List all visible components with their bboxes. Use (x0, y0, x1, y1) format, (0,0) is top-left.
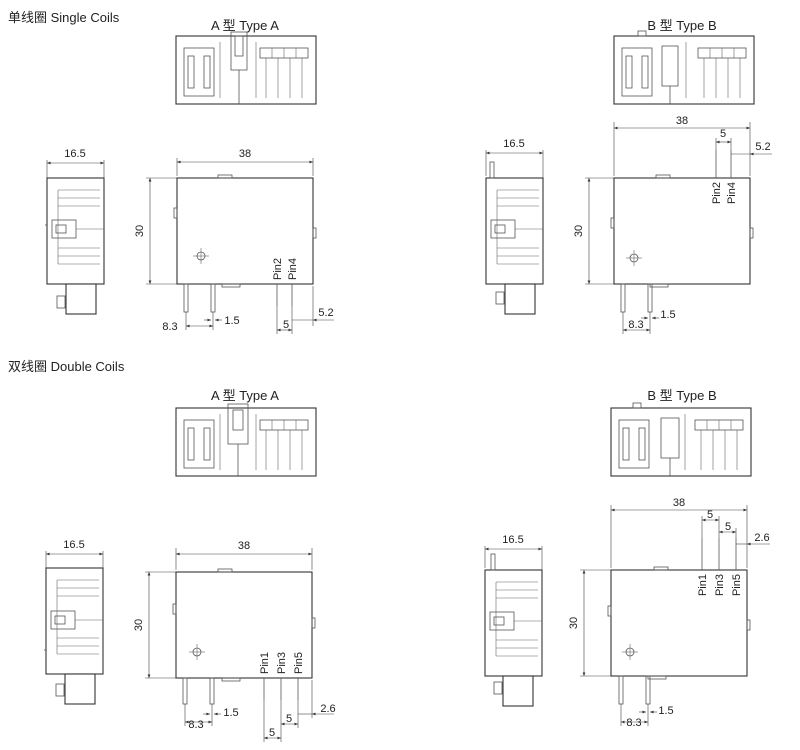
spacing-label-double-b-2: 5 (725, 521, 731, 533)
side-width-label-single-a: 16.5 (64, 148, 85, 160)
edge-label-double-b: 2.6 (754, 532, 769, 544)
width-label-single-b: 38 (676, 115, 688, 127)
height-label-double-a: 30 (133, 619, 145, 631)
side-view-single-type-b: 16.5 (485, 138, 544, 315)
spacing-label-single-b: 5 (720, 128, 726, 140)
edge-label-single-a: 5.2 (318, 307, 333, 319)
section-title-double-coils: 双线圈 Double Coils (8, 359, 125, 374)
side-width-label-single-b: 16.5 (503, 138, 524, 150)
view-title-double-type-b: B 型 Type B (647, 388, 716, 403)
pin-width-label-single-b: 1.5 (660, 309, 675, 321)
side-view-double-type-b: 16.5 (484, 534, 543, 707)
pitch-label-single-a: 8.3 (162, 321, 177, 333)
top-view-single-type-a (175, 31, 317, 105)
front-view-single-type-a: 38 30 Pin2 Pin4 8.3 1.5 5 (134, 148, 334, 334)
spacing-label-double-b-1: 5 (707, 509, 713, 521)
spacing-label-double-a-1: 5 (269, 727, 275, 739)
top-view-single-type-b (613, 30, 755, 105)
view-title-single-type-a: A 型 Type A (211, 18, 279, 33)
side-view-single-type-a: 16.5 (45, 148, 105, 315)
front-view-single-type-b: 38 30 Pin2 Pin4 5 5.2 8.3 1.5 (573, 115, 772, 334)
pitch-label-double-b: 8.3 (626, 717, 641, 729)
edge-label-double-a: 2.6 (320, 703, 335, 715)
pin-width-label-single-a: 1.5 (224, 315, 239, 327)
front-view-double-type-a: 38 30 Pin1 Pin3 Pin5 8.3 1.5 5 (133, 540, 336, 742)
view-title-double-type-a: A 型 Type A (211, 388, 279, 403)
side-width-label-double-b: 16.5 (502, 534, 523, 546)
width-label-double-b: 38 (673, 497, 685, 509)
height-label-single-b: 30 (573, 225, 585, 237)
view-title-single-type-b: B 型 Type B (647, 18, 716, 33)
pin-width-label-double-b: 1.5 (658, 705, 673, 717)
top-view-double-type-a (175, 403, 317, 477)
pin-label-single-b-2: Pin4 (726, 182, 738, 204)
pin-width-label-double-a: 1.5 (223, 707, 238, 719)
pin-label-double-a-2: Pin3 (276, 652, 288, 674)
side-view-double-type-a: 16.5 (44, 539, 104, 705)
front-view-double-type-b: 38 30 Pin1 Pin3 Pin5 5 5 2.6 (568, 497, 770, 729)
pin-label-double-b-1: Pin1 (697, 574, 709, 596)
side-width-label-double-a: 16.5 (63, 539, 84, 551)
section-title-single-coils: 单线圈 Single Coils (8, 10, 120, 25)
height-label-single-a: 30 (134, 225, 146, 237)
spacing-label-double-a-2: 5 (286, 713, 292, 725)
pin-label-single-a-2: Pin4 (287, 258, 299, 280)
edge-label-single-b: 5.2 (755, 141, 770, 153)
pitch-label-double-a: 8.3 (188, 719, 203, 731)
height-label-double-b: 30 (568, 617, 580, 629)
pin-label-single-a-1: Pin2 (272, 258, 284, 280)
pin-label-double-b-3: Pin5 (731, 574, 743, 596)
width-label-double-a: 38 (238, 540, 250, 552)
pitch-label-single-b: 8.3 (628, 319, 643, 331)
spacing-label-single-a: 5 (283, 319, 289, 331)
pin-label-double-a-1: Pin1 (259, 652, 271, 674)
pin-label-single-b-1: Pin2 (711, 182, 723, 204)
width-label-single-a: 38 (239, 148, 251, 160)
pin-label-double-b-2: Pin3 (714, 574, 726, 596)
pin-label-double-a-3: Pin5 (293, 652, 305, 674)
top-view-double-type-b (610, 402, 752, 477)
